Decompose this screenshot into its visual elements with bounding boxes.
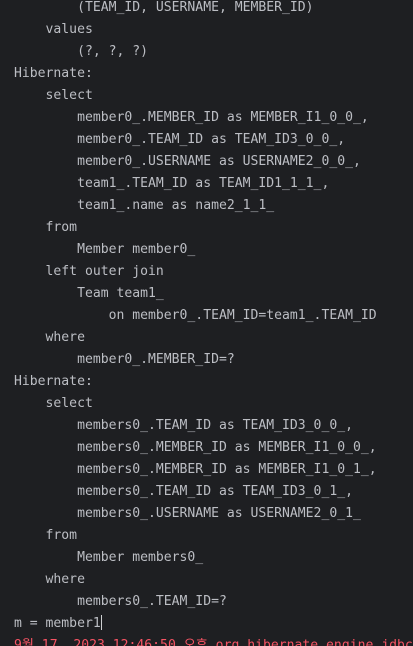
console-lines: (TEAM_ID, USERNAME, MEMBER_ID) values (?…: [14, 0, 413, 646]
console-line: team1_.name as name2_1_1_: [14, 198, 283, 213]
console-line: members0_.USERNAME as USERNAME2_0_1_: [14, 506, 369, 521]
console-line: members0_.TEAM_ID as TEAM_ID3_0_0_,: [14, 418, 353, 433]
console-line-text: m = member1: [14, 616, 101, 631]
console-line: Team team1_: [14, 286, 172, 301]
console-line: Member member0_: [14, 242, 204, 257]
console-line: member0_.USERNAME as USERNAME2_0_0_,: [14, 154, 361, 169]
console-line: from: [14, 220, 78, 235]
console-line: members0_.MEMBER_ID as MEMBER_I1_0_1_,: [14, 462, 377, 477]
console-line: member0_.MEMBER_ID=?: [14, 352, 235, 367]
console-error-line: 9월 17, 2023 12:46:50 오후 org.hibernate.en…: [14, 638, 413, 646]
console-line: members0_.MEMBER_ID as MEMBER_I1_0_0_,: [14, 440, 377, 455]
console-line: member0_.TEAM_ID as TEAM_ID3_0_0_,: [14, 132, 346, 147]
console-line: left outer join: [14, 264, 164, 279]
console-line: (TEAM_ID, USERNAME, MEMBER_ID): [14, 0, 314, 15]
console-line: on member0_.TEAM_ID=team1_.TEAM_ID: [14, 308, 385, 323]
console-line: from: [14, 528, 78, 543]
console-line: Member members0_: [14, 550, 212, 565]
console-line: select: [14, 396, 93, 411]
console-line: members0_.TEAM_ID as TEAM_ID3_0_1_,: [14, 484, 353, 499]
console-line-current: m = member1: [14, 613, 413, 635]
console-line: select: [14, 88, 93, 103]
console-line: Hibernate:: [14, 374, 101, 389]
console-line: (?, ?, ?): [14, 44, 149, 59]
console-line: where: [14, 330, 85, 345]
console-line: member0_.MEMBER_ID as MEMBER_I1_0_0_,: [14, 110, 369, 125]
console-line: values: [14, 22, 93, 37]
text-caret: [100, 615, 102, 630]
console-line: members0_.TEAM_ID=?: [14, 594, 227, 609]
console-line: where: [14, 572, 85, 587]
console-line: Hibernate:: [14, 66, 101, 81]
console-line: team1_.TEAM_ID as TEAM_ID1_1_1_,: [14, 176, 330, 191]
